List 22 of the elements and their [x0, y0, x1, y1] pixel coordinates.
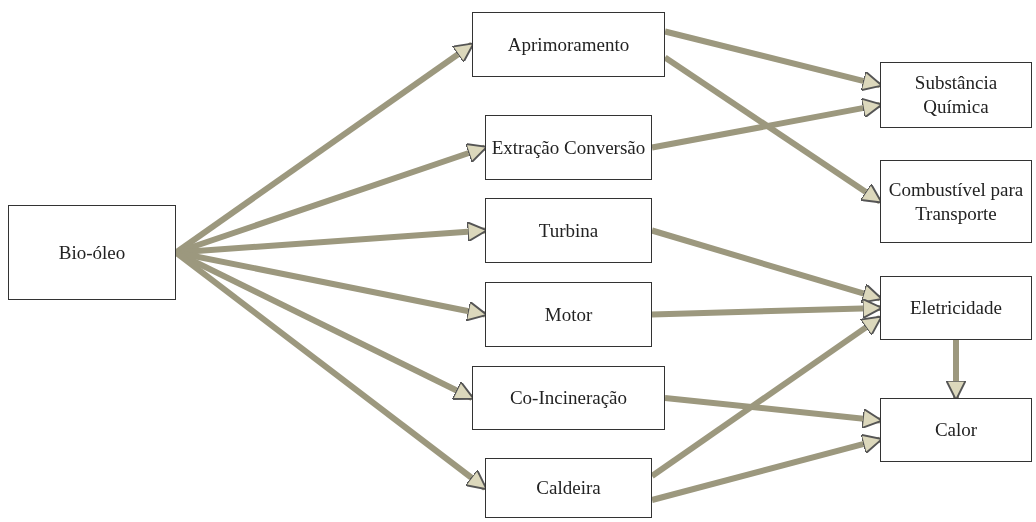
node-label: Caldeira: [536, 476, 601, 500]
process-box: [485, 198, 652, 263]
node-label: Motor: [544, 302, 593, 327]
node-label: Eletricidade: [910, 296, 1002, 320]
node-label: Bio-óleo: [58, 240, 126, 265]
node-label: Co-Incineração: [509, 386, 628, 410]
process-box: [880, 160, 1032, 243]
process-box: [880, 276, 1032, 340]
process-box: [880, 398, 1032, 462]
process-box: [485, 282, 652, 347]
node-label: Extração Conversão: [491, 135, 646, 160]
process-box: [485, 115, 652, 180]
node-label: Aprimoramento: [507, 32, 630, 57]
process-box: [472, 366, 665, 430]
node-label: Substância Química: [913, 71, 999, 119]
node-label: Turbina: [538, 218, 599, 243]
node-label: Calor: [934, 418, 978, 442]
process-box: [880, 62, 1032, 128]
process-box: [472, 12, 665, 77]
node-label: Combustível para Transporte: [887, 177, 1025, 226]
process-box: [8, 205, 176, 300]
process-box: [485, 458, 652, 518]
